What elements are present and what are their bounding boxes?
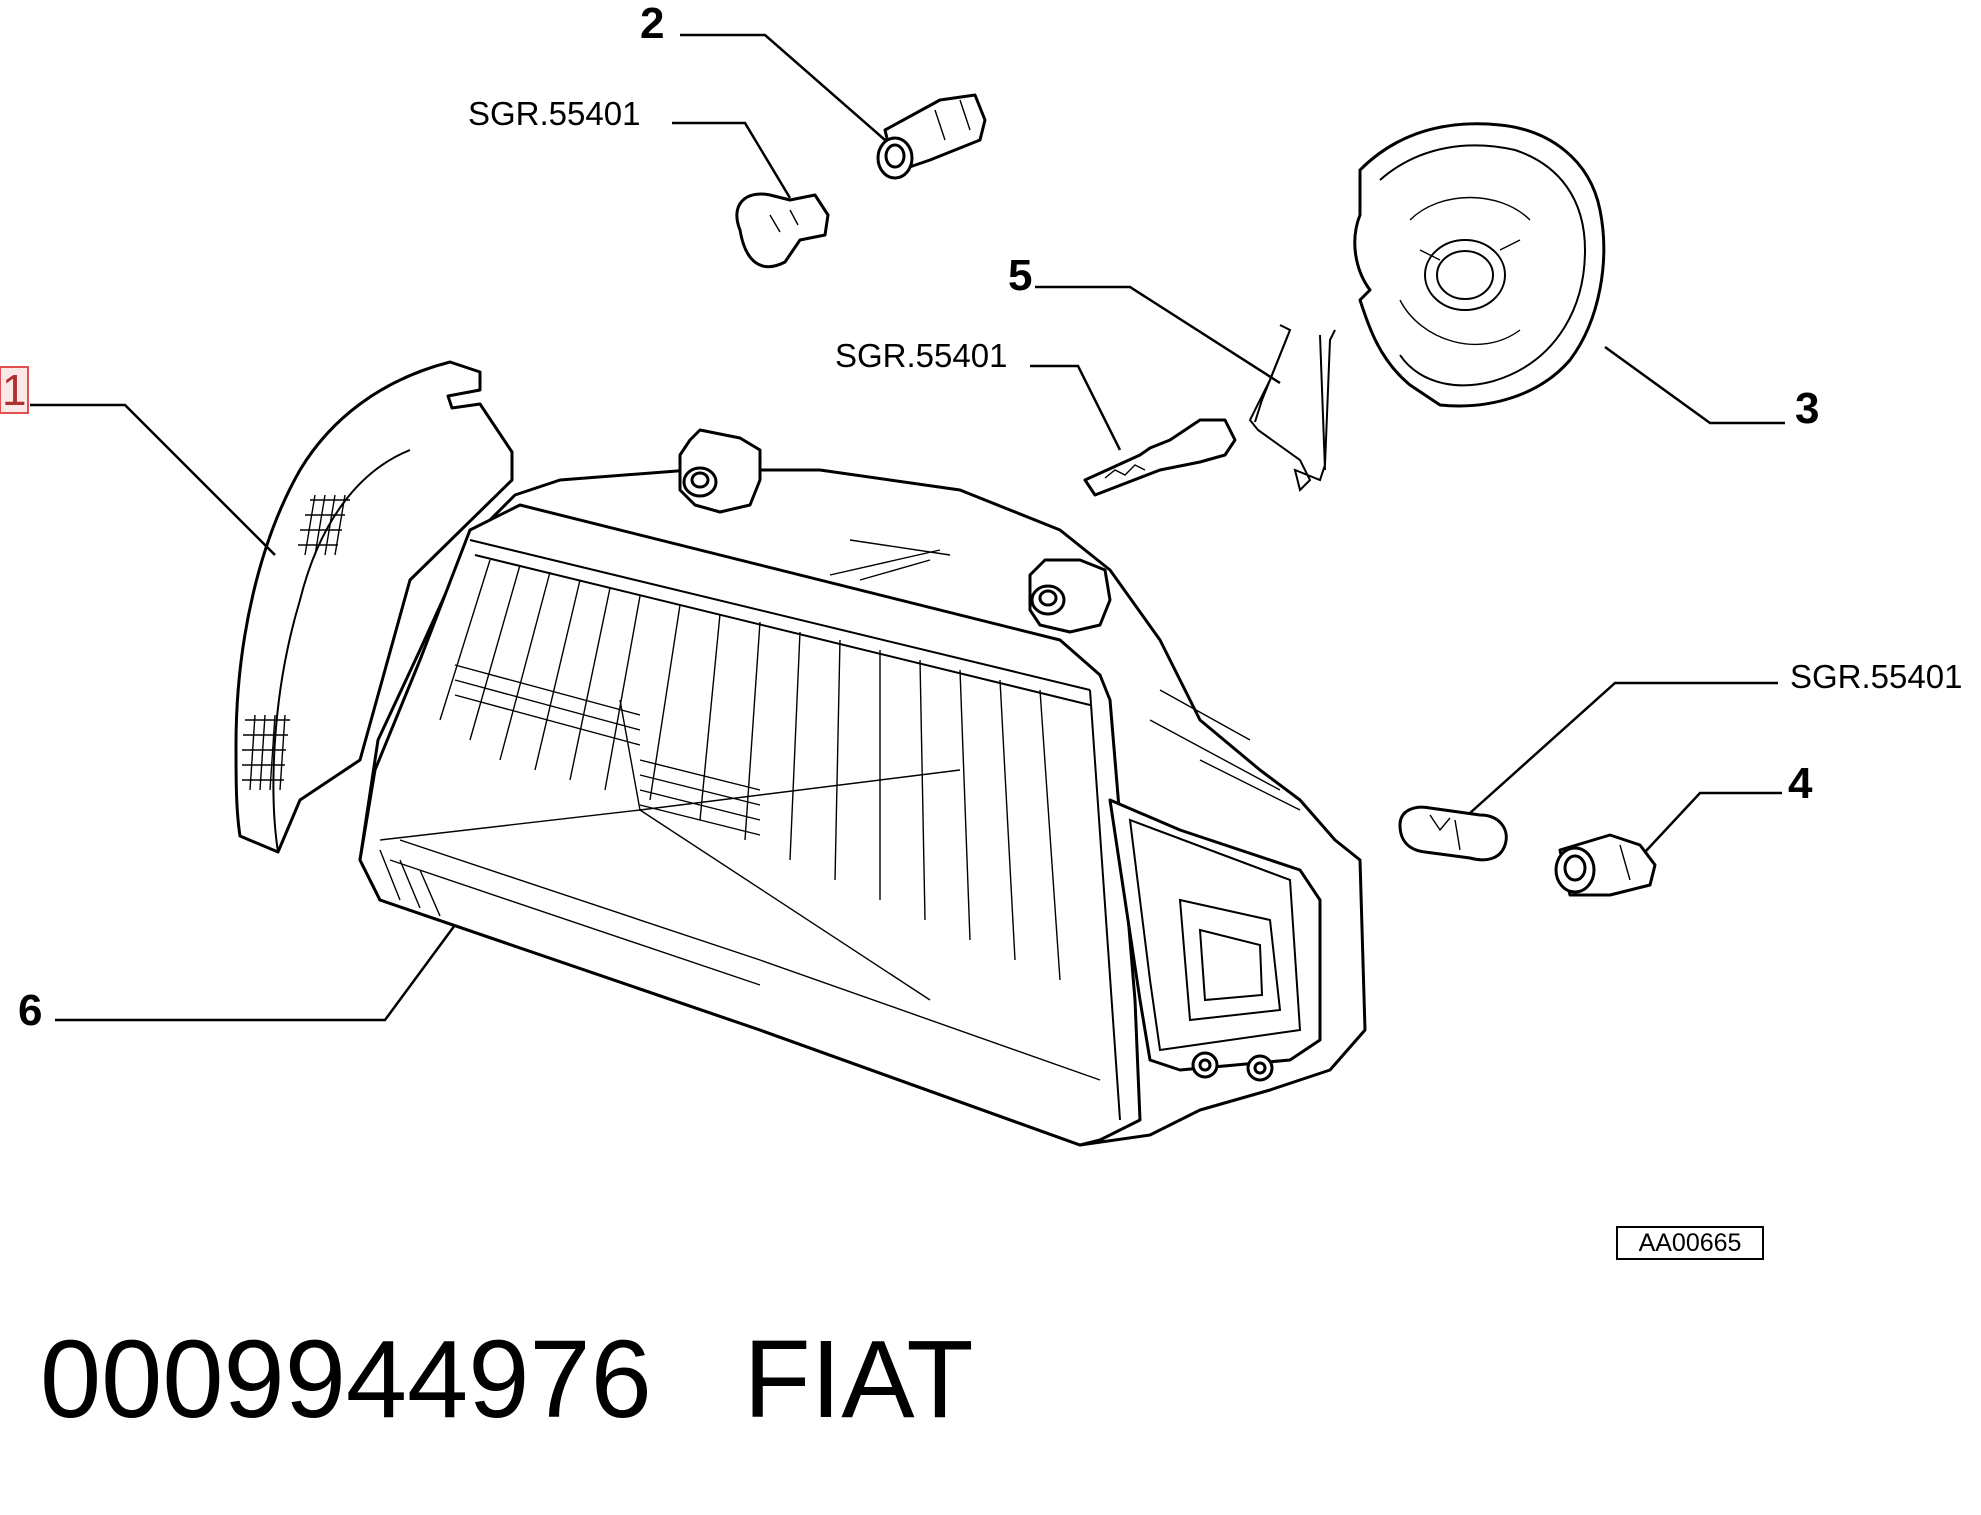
bulb-top: [735, 192, 830, 269]
part-number: 0009944976: [40, 1318, 652, 1441]
part-5-spring-clip: [1248, 324, 1336, 492]
bulb-middle: [1083, 418, 1237, 497]
leader-sgr-mid: [1030, 364, 1122, 451]
callouts: 1 2 3 4 5 6 SGR.55401 SGR.55401 SGR.5540…: [0, 0, 1962, 1035]
caption-spacer: [652, 1318, 744, 1441]
reference-code: AA00665: [1616, 1226, 1764, 1260]
callout-sgr-top: SGR.55401: [468, 95, 640, 132]
part-4-bulb-holder: [1554, 833, 1657, 897]
leader-4: [1644, 791, 1782, 853]
leader-1: [30, 403, 276, 556]
leader-6: [55, 924, 457, 1022]
part-2-bulb-holder: [876, 93, 987, 180]
leader-2: [680, 33, 886, 141]
part-3-reflector-cap: [1353, 122, 1606, 408]
part-6-headlamp-housing: [358, 428, 1367, 1147]
leader-lines: [30, 33, 1785, 1022]
part-1-side-lens: [234, 360, 514, 854]
callout-6: 6: [18, 986, 42, 1035]
leader-sgr-top: [672, 121, 792, 199]
callout-1: 1: [2, 366, 26, 415]
callout-1-highlight: [0, 366, 29, 414]
leader-5: [1035, 285, 1281, 385]
brand-name: FIAT: [743, 1318, 974, 1441]
leader-3: [1604, 345, 1785, 425]
bulb-right: [1398, 805, 1508, 862]
callout-5: 5: [1008, 251, 1032, 300]
caption: 0009944976 FIAT: [40, 1320, 974, 1440]
callout-3: 3: [1795, 384, 1819, 433]
leader-sgr-right: [1469, 681, 1778, 814]
callout-4: 4: [1788, 759, 1813, 808]
callout-sgr-right: SGR.55401: [1790, 658, 1962, 695]
callout-2: 2: [640, 0, 664, 48]
callout-sgr-mid: SGR.55401: [835, 337, 1007, 374]
